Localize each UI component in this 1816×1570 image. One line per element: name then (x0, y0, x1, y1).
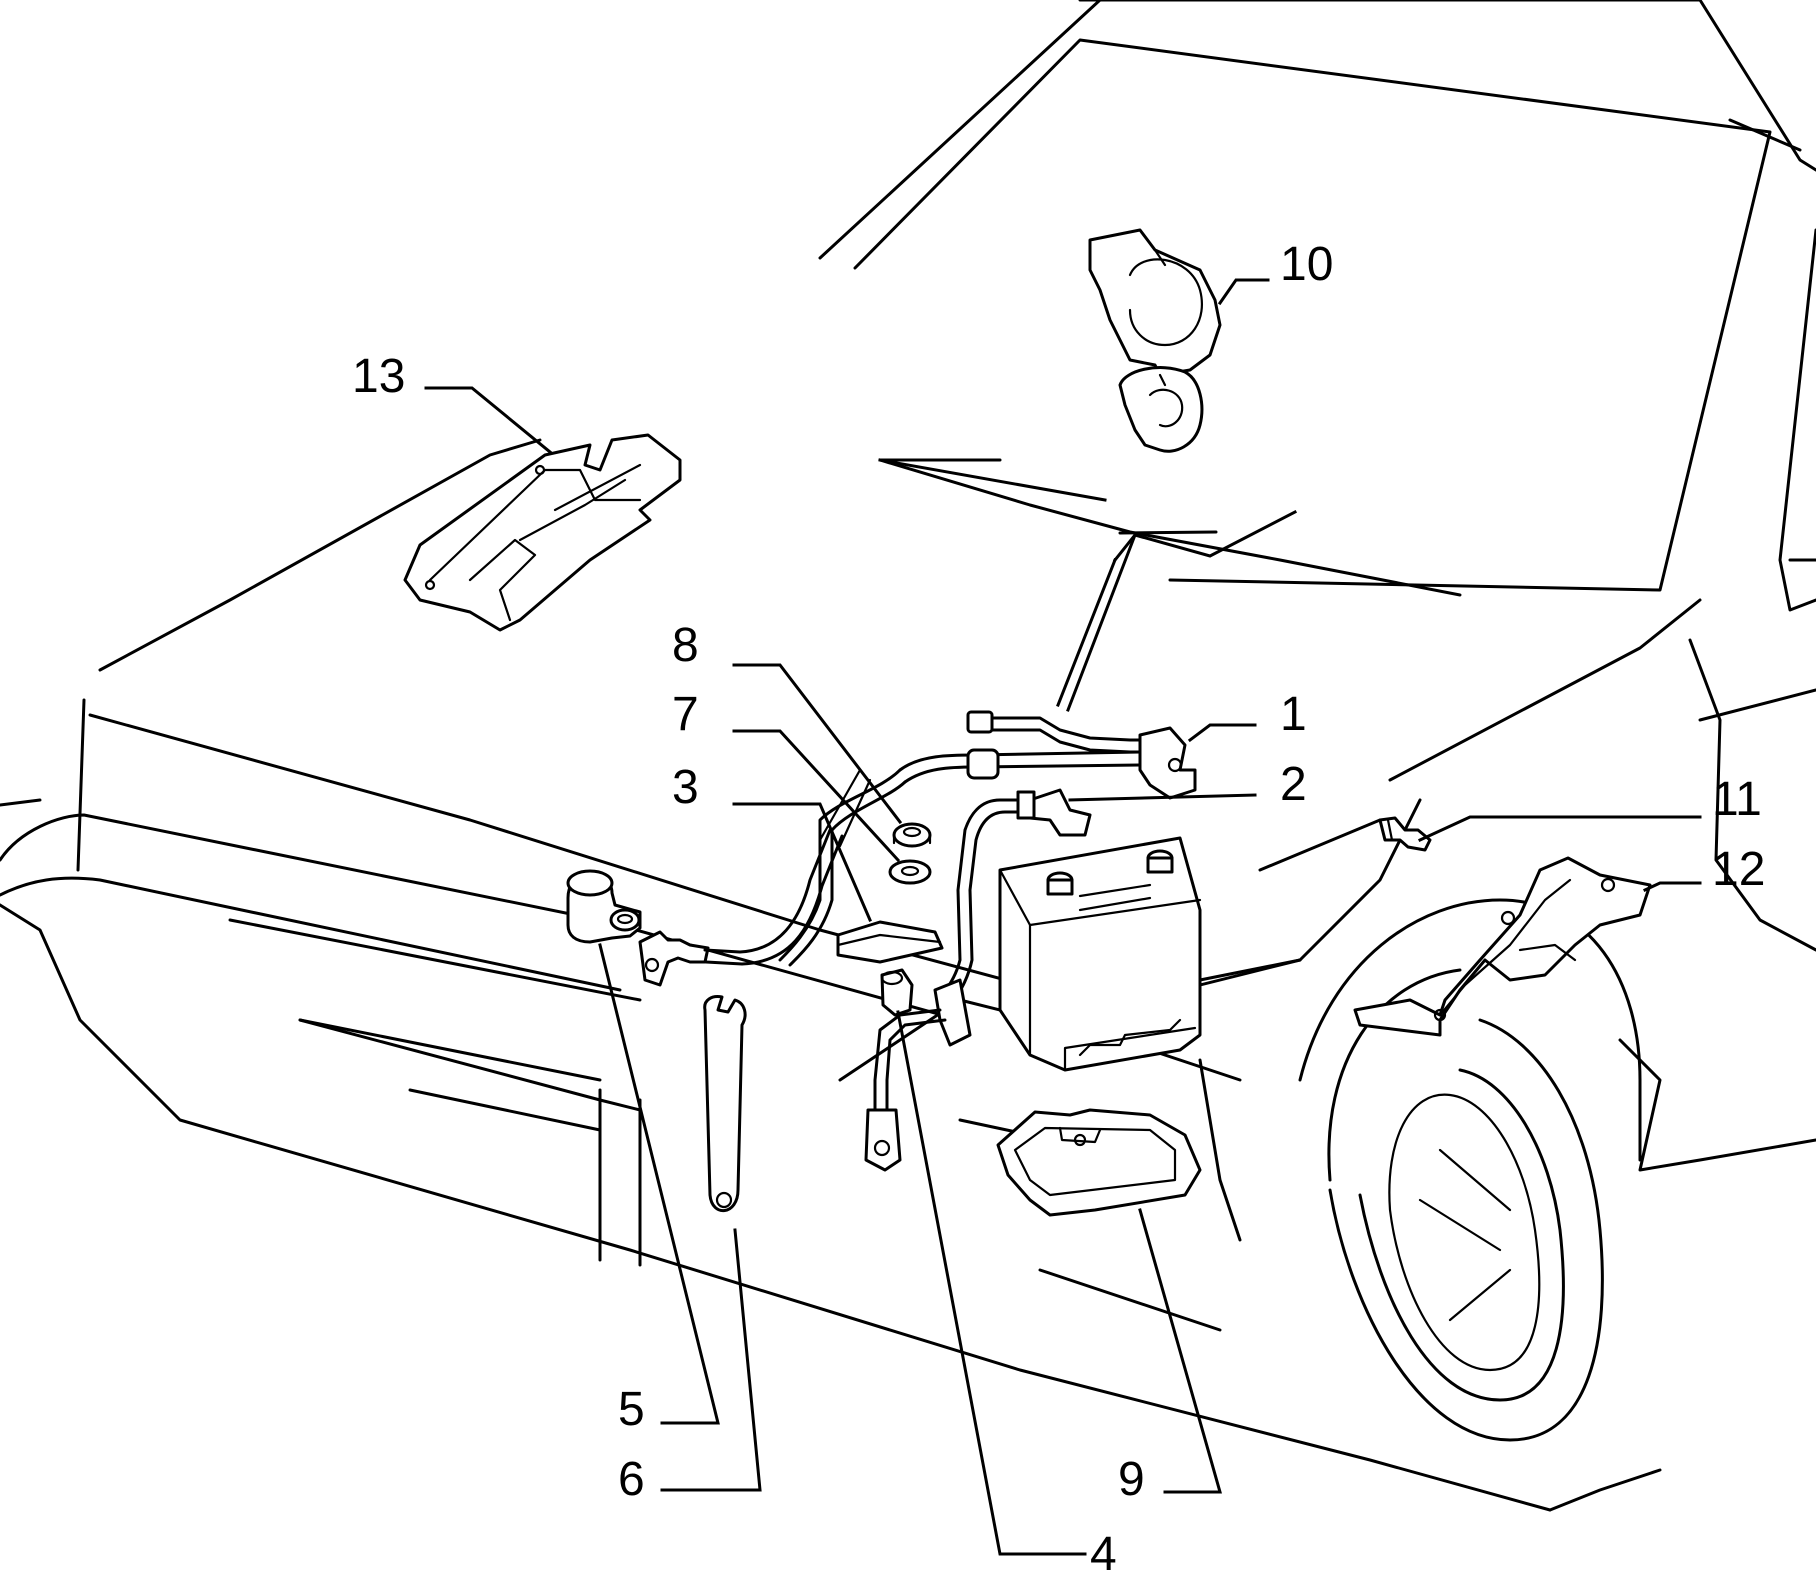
earth-strap (638, 768, 872, 987)
part-7-washer (888, 859, 932, 885)
callout-2: 2 (1280, 758, 1307, 811)
part-6-wrench (703, 995, 747, 1213)
part-5-connector (566, 869, 642, 944)
callout-1: 1 (1280, 688, 1307, 741)
callout-10: 10 (1280, 238, 1333, 291)
part-9-battery-tray (996, 1108, 1202, 1217)
part-2-battery-cable (864, 788, 1092, 1172)
callout-5: 5 (618, 1383, 645, 1436)
callout-7: 7 (672, 688, 699, 741)
callout-11: 11 (1712, 773, 1762, 826)
callout-12: 12 (1712, 843, 1765, 896)
callout-3: 3 (672, 761, 699, 814)
part-1-cable-harness (778, 710, 1197, 967)
car-body-outline (0, 0, 1816, 1512)
part-4-rubber-buffer (880, 968, 914, 1017)
part-13-heat-shield (403, 433, 682, 632)
leader-lines (424, 278, 1702, 1556)
part-10-cable-clamp (1088, 228, 1222, 453)
part-11-clip (1378, 816, 1432, 852)
part-8-nut (892, 822, 932, 848)
callout-13: 13 (352, 350, 405, 403)
callout-8: 8 (672, 619, 699, 672)
callout-labels: 10 13 8 7 3 1 2 11 12 5 6 4 9 (352, 238, 1765, 1570)
callout-9: 9 (1118, 1453, 1145, 1506)
battery (998, 836, 1202, 1072)
part-3-battery-clamp-bar (836, 920, 944, 964)
part-12-bracket (1353, 856, 1652, 1037)
callout-6: 6 (618, 1453, 645, 1506)
callout-4: 4 (1090, 1528, 1117, 1570)
